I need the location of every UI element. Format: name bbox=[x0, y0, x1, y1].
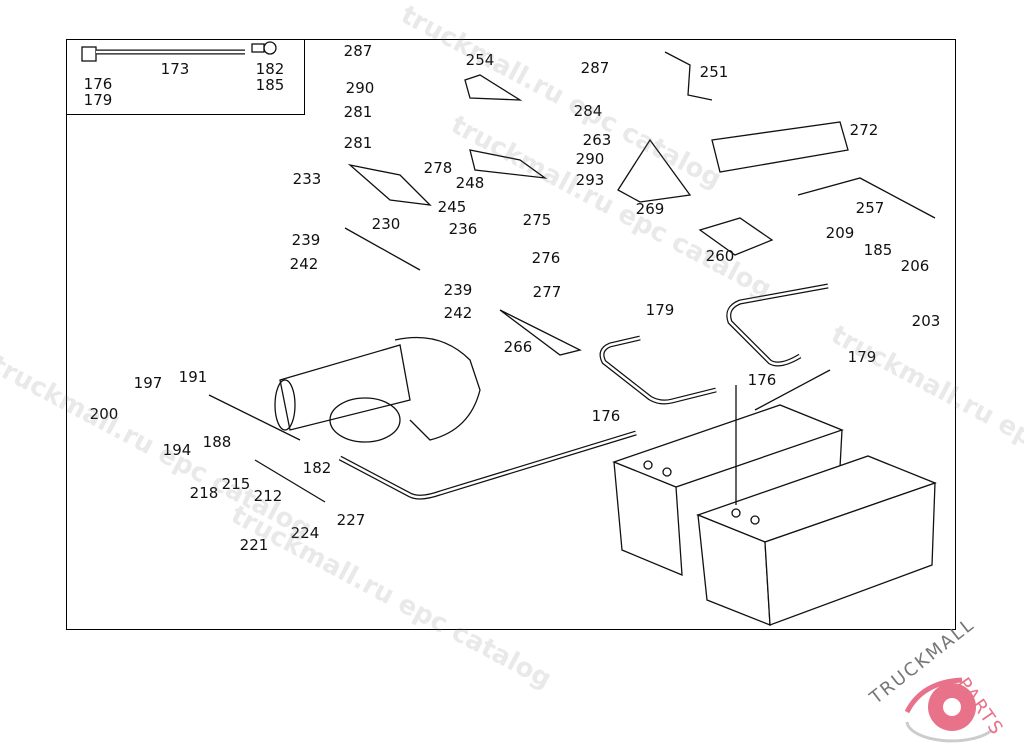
part-callout: 242 bbox=[289, 255, 319, 273]
truckmall-parts-logo: TRUCKMALL PARTS bbox=[852, 614, 1022, 748]
part-callout: 230 bbox=[371, 215, 401, 233]
part-callout: 254 bbox=[465, 51, 495, 69]
part-callout: 194 bbox=[162, 441, 192, 459]
part-callout: 287 bbox=[580, 59, 610, 77]
part-callout: 221 bbox=[239, 536, 269, 554]
part-callout: 209 bbox=[825, 224, 855, 242]
part-callout: 176 bbox=[747, 371, 777, 389]
part-callout: 215 bbox=[221, 475, 251, 493]
part-callout: 176 bbox=[591, 407, 621, 425]
part-callout: 281 bbox=[343, 134, 373, 152]
diagram-frame bbox=[66, 39, 956, 630]
part-callout: 182 bbox=[255, 60, 285, 78]
part-callout: 179 bbox=[847, 348, 877, 366]
part-callout: 179 bbox=[645, 301, 675, 319]
part-callout: 212 bbox=[253, 487, 283, 505]
part-callout: 260 bbox=[705, 247, 735, 265]
part-callout: 197 bbox=[133, 374, 163, 392]
part-callout: 182 bbox=[302, 459, 332, 477]
part-callout: 287 bbox=[343, 42, 373, 60]
part-callout: 290 bbox=[345, 79, 375, 97]
part-callout: 191 bbox=[178, 368, 208, 386]
part-callout: 173 bbox=[160, 60, 190, 78]
part-callout: 257 bbox=[855, 199, 885, 217]
part-callout: 275 bbox=[522, 211, 552, 229]
part-callout: 284 bbox=[573, 102, 603, 120]
part-callout: 263 bbox=[582, 131, 612, 149]
part-callout: 242 bbox=[443, 304, 473, 322]
inset-detail-box bbox=[66, 39, 305, 115]
part-callout: 227 bbox=[336, 511, 366, 529]
part-callout: 277 bbox=[532, 283, 562, 301]
part-callout: 239 bbox=[443, 281, 473, 299]
part-callout: 290 bbox=[575, 150, 605, 168]
part-callout: 179 bbox=[83, 91, 113, 109]
part-callout: 176 bbox=[83, 75, 113, 93]
part-callout: 185 bbox=[255, 76, 285, 94]
part-callout: 278 bbox=[423, 159, 453, 177]
part-callout: 206 bbox=[900, 257, 930, 275]
part-callout: 276 bbox=[531, 249, 561, 267]
part-callout: 233 bbox=[292, 170, 322, 188]
part-callout: 266 bbox=[503, 338, 533, 356]
part-callout: 236 bbox=[448, 220, 478, 238]
inset-cable bbox=[81, 41, 277, 62]
part-callout: 188 bbox=[202, 433, 232, 451]
part-callout: 200 bbox=[89, 405, 119, 423]
part-callout: 245 bbox=[437, 198, 467, 216]
part-callout: 239 bbox=[291, 231, 321, 249]
part-callout: 218 bbox=[189, 484, 219, 502]
part-callout: 293 bbox=[575, 171, 605, 189]
starter-motor bbox=[274, 336, 481, 443]
part-callout: 272 bbox=[849, 121, 879, 139]
part-callout: 203 bbox=[911, 312, 941, 330]
part-callout: 269 bbox=[635, 200, 665, 218]
part-callout: 248 bbox=[455, 174, 485, 192]
battery-cables bbox=[208, 227, 831, 505]
part-callout: 185 bbox=[863, 241, 893, 259]
part-callout: 251 bbox=[699, 63, 729, 81]
part-callout: 224 bbox=[290, 524, 320, 542]
battery-front bbox=[643, 455, 937, 626]
brackets bbox=[347, 51, 936, 356]
part-callout: 281 bbox=[343, 103, 373, 121]
